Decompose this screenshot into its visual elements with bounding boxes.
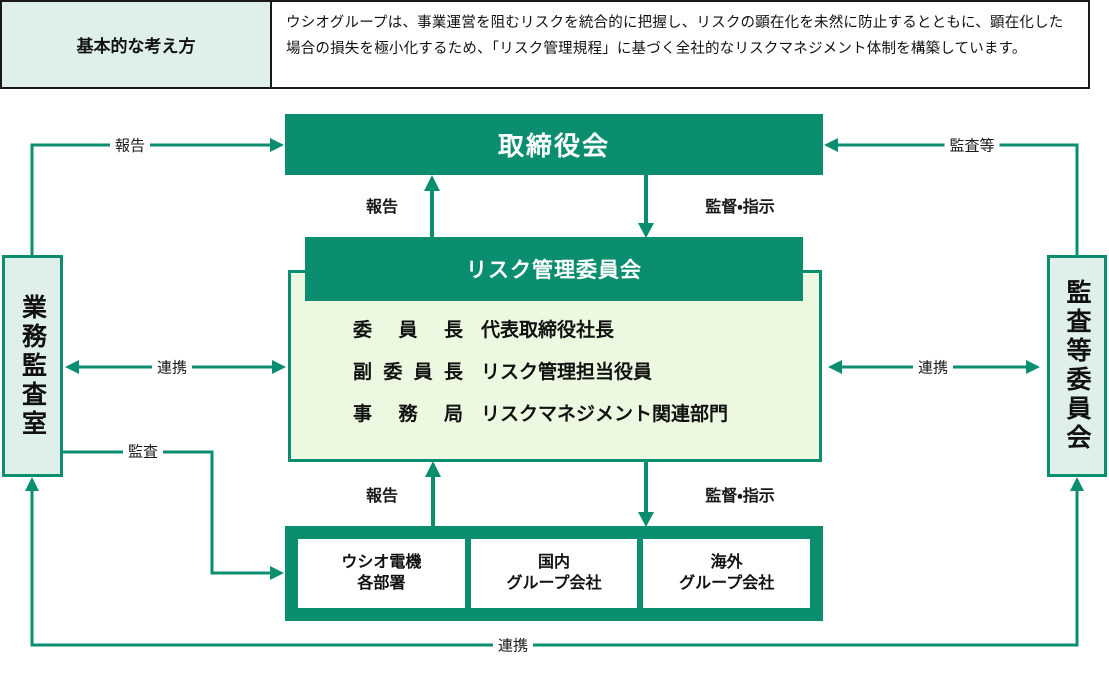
arrow-board-supervise-down — [638, 175, 654, 238]
business-audit-office-box: 業務監査室 — [2, 255, 63, 477]
label-cooperation-right: 連携 — [912, 356, 954, 378]
group-box-ushio-departments: ウシオ電機 各部署 — [298, 539, 465, 608]
arrow-committee-supervise-down — [638, 460, 654, 527]
arrow-coop-bottom — [25, 477, 1084, 647]
intro-body-text: ウシオグループは、事業運営を阻むリスクを統合的に把握し、リスクの顕在化を未然に防… — [272, 2, 1088, 87]
committee-row-vice-chair: 副委員長 リスク管理担当役員 — [353, 349, 819, 391]
label-audit-etc: 監査等 — [944, 134, 1000, 156]
committee-role-label: 委員長 — [353, 319, 463, 341]
committee-role-value: 代表取締役社長 — [481, 319, 615, 341]
group-box-line: 海外 — [710, 553, 743, 571]
label-cooperation-bottom: 連携 — [492, 634, 534, 656]
committee-row-secretariat: 事務局 リスクマネジメント関連部門 — [353, 391, 819, 433]
group-box-line: グループ会社 — [506, 574, 602, 592]
arrow-groups-report-up — [425, 461, 441, 528]
label-report-mid: 報告 — [363, 482, 401, 506]
label-report-top: 報告 — [363, 193, 401, 217]
group-box-line: ウシオ電機 — [341, 553, 422, 571]
label-supervise-top: 監督・指示 — [703, 193, 777, 217]
label-cooperation-left: 連携 — [151, 356, 193, 378]
group-box-domestic-companies: 国内 グループ会社 — [470, 539, 638, 608]
group-box-line: グループ会社 — [679, 574, 775, 592]
committee-row-chair: 委員長 代表取締役社長 — [353, 307, 819, 349]
group-companies-container: ウシオ電機 各部署 国内 グループ会社 海外 グループ会社 — [285, 526, 823, 621]
committee-role-value: リスク管理担当役員 — [481, 361, 653, 383]
group-box-line: 国内 — [538, 553, 571, 571]
arrow-committee-report-up — [424, 175, 440, 239]
label-supervise-mid: 監督・指示 — [703, 482, 777, 506]
audit-committee-box: 監査等委員会 — [1047, 255, 1107, 477]
label-report-left: 報告 — [109, 134, 151, 156]
group-box-line: 各部署 — [357, 574, 406, 592]
arrow-report-to-board — [30, 138, 284, 257]
label-audit: 監査 — [122, 440, 164, 462]
risk-committee-title: リスク管理委員会 — [305, 237, 803, 301]
arrow-audit-etc-to-board — [824, 138, 1079, 257]
group-box-overseas-companies: 海外 グループ会社 — [643, 539, 811, 608]
arrow-audit-to-groups — [63, 450, 284, 580]
board-of-directors-box: 取締役会 — [285, 114, 823, 175]
intro-panel: 基本的な考え方 ウシオグループは、事業運営を阻むリスクを統合的に把握し、リスクの… — [0, 0, 1090, 89]
committee-role-label: 事務局 — [353, 403, 463, 425]
committee-role-value: リスクマネジメント関連部門 — [481, 403, 729, 425]
committee-role-label: 副委員長 — [353, 361, 463, 383]
intro-heading: 基本的な考え方 — [2, 2, 272, 87]
